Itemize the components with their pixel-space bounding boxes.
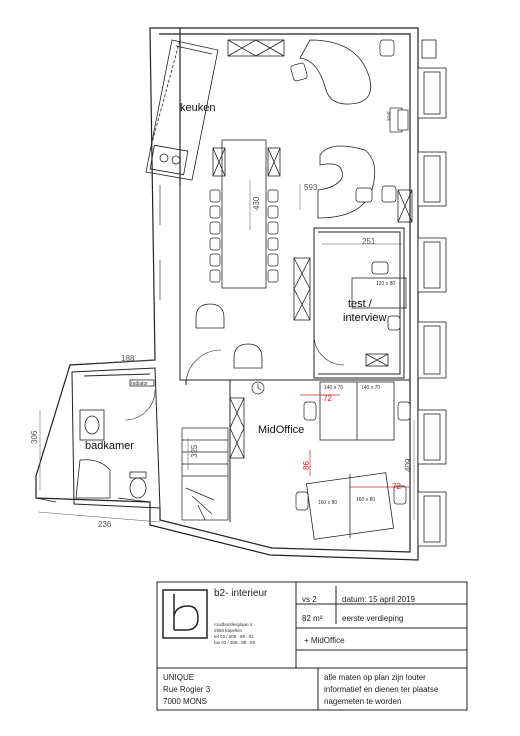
kast-label: kast [386,111,393,121]
stairs [181,427,229,521]
midoffice-desks [306,381,395,540]
room-label-interview: interview [343,312,387,324]
red-dimension-lines [300,394,410,488]
interview-furniture [351,261,407,367]
dimension-325: 325 [190,444,199,458]
facade-windows [417,39,447,547]
reception-desks [299,39,376,219]
dimension-306: 306 [30,430,39,444]
door-swings [124,185,345,421]
dimension-409: 409 [404,458,413,472]
misc-marks [35,381,265,503]
date-label: datum: 15 april 2019 [342,595,415,604]
dimension-86: 86 [302,461,311,470]
office-chairs [290,39,409,203]
partition-walls [71,185,410,522]
midoffice-chairs [295,401,411,511]
company-address-2: 2950 kapellen [214,628,243,633]
dimension-593: 593 [304,183,318,192]
dimension-72-top: 72 [323,394,332,403]
dimension-430: 430 [252,196,261,210]
meeting-chairs [209,189,279,283]
kitchen-counter [145,39,219,181]
dimension-72-right: 72 [392,482,401,491]
room-label-badkamer: badkamer [85,440,134,452]
meeting-table [221,139,267,289]
desk-size-b: 140 x 70 [361,385,381,391]
version-label: vs 2 [302,595,317,604]
client-name: UNIQUE [163,673,195,682]
desk-size-c: 160 x 80 [318,500,338,506]
note-line-3: nagemeten te worden [324,697,402,706]
dimension-236: 236 [98,520,112,529]
bathroom-fixtures [75,379,155,499]
desk-size-a: 140 x 70 [324,385,344,391]
company-name: b2- interieur [214,588,268,599]
radiator-label: radiator [131,381,148,387]
area-label: 82 m² [302,614,323,623]
dimension-251: 251 [362,237,376,246]
room-label-test: test / [348,298,372,310]
note-line-1: alle maten op plan zijn louter [324,673,426,682]
company-address-1: roodbontlesplaan 4 [214,622,253,627]
company-logo [162,589,208,639]
room-label-midoffice: MidOffice [258,424,305,436]
client-city: 7000 MONS [163,697,208,706]
floor-label: eerste verdieping [342,614,404,623]
company-tel: tel 03 / 605 . 89 . 81 [214,634,254,639]
client-street: Rue Rogier 3 [163,685,211,694]
note-line-2: informatief en dienen ter plaatse [324,685,439,694]
dimension-188: 188 [121,354,135,363]
outer-walls [35,27,419,561]
project-label: + MidOffice [304,636,345,645]
title-block [156,581,468,711]
dimension-lines [37,180,415,523]
room-label-keuken: keuken [180,102,216,114]
table-size-interview: 120 x 80 [376,281,396,287]
desk-size-d: 160 x 80 [356,497,376,503]
armchairs [195,303,263,369]
company-fax: fax 03 / 605 . 89 . 82 [214,640,256,645]
